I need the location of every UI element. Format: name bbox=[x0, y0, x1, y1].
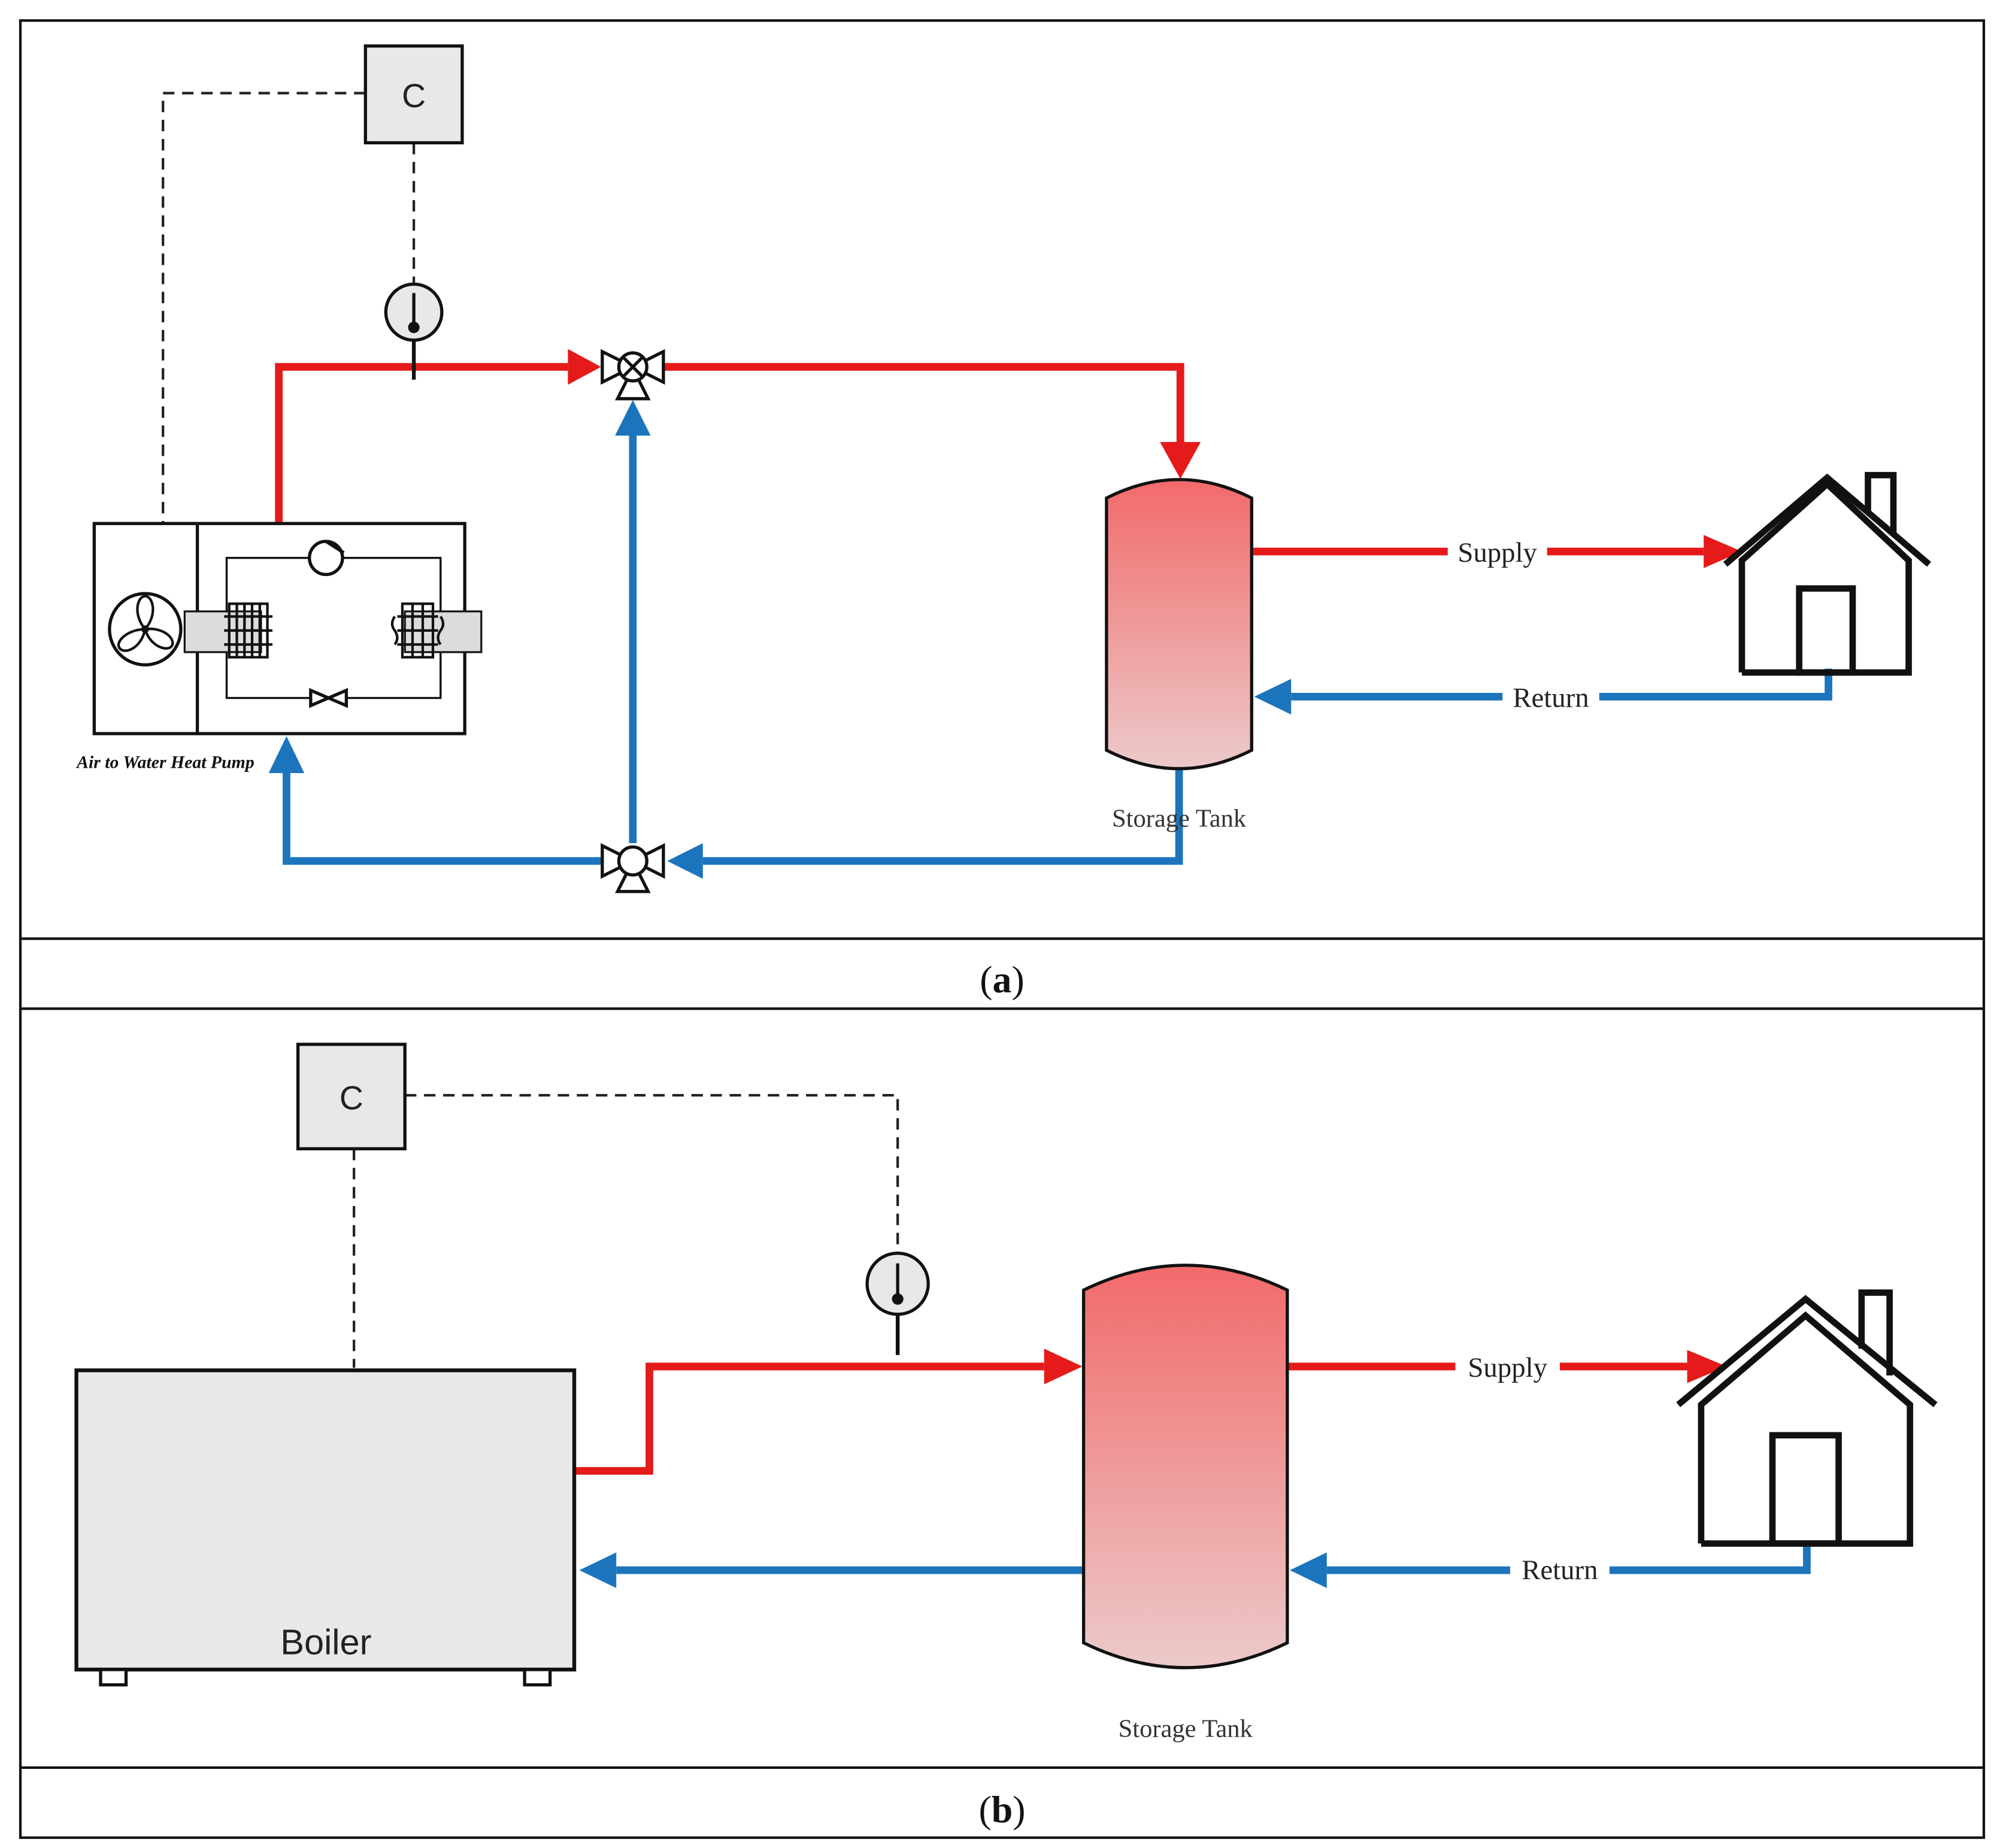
storage-tank-b bbox=[1081, 1264, 1289, 1670]
cold-water-pipes-b bbox=[616, 1542, 1811, 1574]
controller-label-b: C bbox=[340, 1079, 363, 1116]
tank-a-label: Storage Tank bbox=[1112, 804, 1247, 832]
hot-water-pipes bbox=[275, 363, 1704, 556]
condenser-coil-icon bbox=[390, 602, 445, 659]
return-label-a: Return bbox=[1513, 682, 1589, 713]
boiler-unit: Boiler bbox=[74, 1368, 577, 1687]
arrow-bypass-up bbox=[615, 399, 651, 436]
controller-box-b: C bbox=[296, 1043, 407, 1150]
return-label-b: Return bbox=[1522, 1555, 1598, 1586]
tank-b-label: Storage Tank bbox=[1119, 1715, 1253, 1743]
figure-frame bbox=[19, 19, 1986, 1839]
arrow-return-to-tank bbox=[1254, 678, 1292, 715]
arrow-supply-to-house bbox=[1704, 535, 1742, 568]
arrow-to-heat-pump bbox=[268, 736, 305, 774]
arrow-to-tank-b bbox=[1044, 1349, 1083, 1385]
arrow-to-diverter-valve bbox=[667, 843, 703, 879]
house-icon-a bbox=[1723, 472, 1931, 676]
fan-icon bbox=[108, 592, 183, 667]
heat-pump-label: Air to Water Heat Pump bbox=[75, 753, 254, 772]
storage-tank-a bbox=[1105, 478, 1253, 771]
arrow-return-to-tank-b bbox=[1290, 1552, 1327, 1588]
cold-water-pipes bbox=[283, 435, 1832, 865]
panel-a: C bbox=[75, 44, 1931, 1001]
supply-label-b: Supply bbox=[1468, 1352, 1547, 1383]
expansion-valve-icon bbox=[309, 687, 349, 708]
thermometer-icon bbox=[384, 282, 444, 380]
panel-b: C Boi bbox=[74, 1043, 1938, 1831]
boiler-label: Boiler bbox=[280, 1622, 371, 1662]
arrow-to-tank bbox=[1160, 442, 1201, 479]
heat-pump-unit bbox=[92, 522, 483, 735]
controller-box: C bbox=[363, 44, 464, 145]
control-signal-lines bbox=[162, 92, 416, 523]
supply-label-a: Supply bbox=[1457, 537, 1537, 568]
arrow-to-boiler bbox=[579, 1552, 617, 1588]
compressor-icon bbox=[308, 540, 345, 576]
controller-label: C bbox=[402, 77, 426, 114]
panel-b-caption: (b) bbox=[979, 1788, 1026, 1831]
control-signal-lines-b bbox=[353, 1093, 899, 1368]
arrow-to-mixing-valve bbox=[568, 349, 601, 385]
three-way-valve-bottom-icon bbox=[601, 843, 665, 893]
panel-a-caption: (a) bbox=[980, 958, 1024, 1001]
house-icon-b bbox=[1676, 1289, 1938, 1547]
evaporator-coil-icon bbox=[224, 602, 273, 659]
three-way-valve-top-icon bbox=[601, 349, 665, 401]
arrow-supply-to-house-b bbox=[1687, 1350, 1727, 1383]
thermometer-icon-b bbox=[865, 1252, 930, 1355]
